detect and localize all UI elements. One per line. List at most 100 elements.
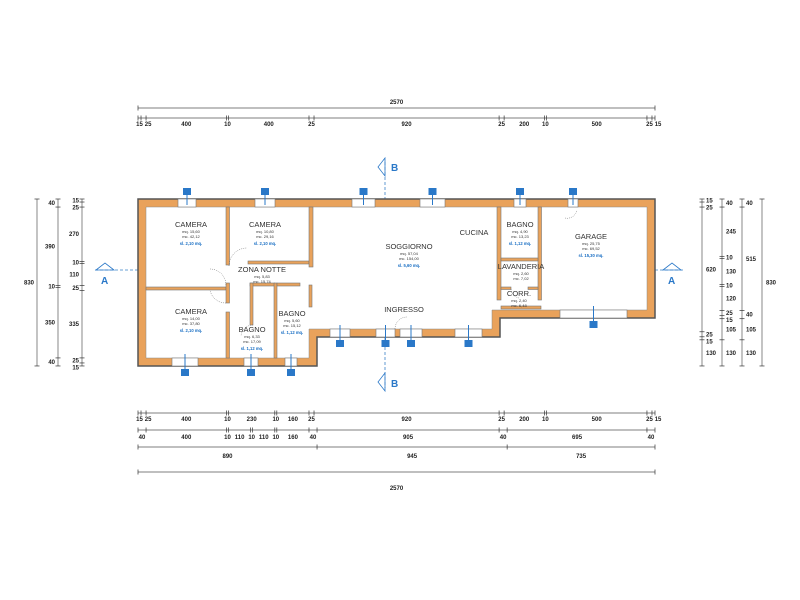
dimension-label: 400 [181, 122, 192, 128]
section-marker-a-left: A [94, 262, 116, 287]
dimension-label: 40 [500, 435, 507, 441]
dimension-label: 40 [648, 435, 655, 441]
doors [209, 209, 578, 337]
room-mc: mc. 13,23 [511, 234, 529, 239]
dimension-label: 2570 [390, 100, 404, 106]
door-swing [209, 289, 227, 304]
door-swing [240, 324, 254, 337]
room-name: BAGNO [238, 325, 265, 334]
dimension-label: 40 [48, 360, 55, 366]
room-label: CUCINA [460, 228, 489, 237]
building-walls [137, 198, 656, 367]
room-mc: mc. 29,16 [256, 234, 274, 239]
dimension-label: 15 [655, 417, 662, 423]
dimension-label: 2570 [390, 486, 404, 492]
window-marker-icon [516, 188, 524, 195]
room-name: LAVANDERIA [498, 262, 544, 271]
interior-wall [247, 260, 310, 265]
dimension-label: 15 [72, 199, 79, 205]
window-marker-icon [261, 188, 269, 195]
dimension-label: 25 [308, 122, 315, 128]
window-marker-icon [336, 340, 344, 347]
dimension-label: 500 [592, 122, 603, 128]
dimension-label: 245 [726, 230, 737, 236]
dimension-label: 105 [746, 327, 757, 333]
window-marker-icon [569, 188, 577, 195]
interior-wall [145, 286, 227, 291]
dimension-label: 15 [72, 365, 79, 371]
dimension-label: 400 [181, 417, 192, 423]
dimension-chain: 2570 [137, 100, 656, 111]
interior-wall [308, 206, 314, 268]
dimension-label: 945 [407, 454, 418, 460]
room-sl: sl. 15,30 mq. [579, 253, 604, 258]
room-mc: mc. 7,02 [513, 276, 529, 281]
room-name: SOGGIORNO [385, 242, 432, 251]
door-swing [564, 209, 578, 219]
dimension-label: 25 [145, 122, 152, 128]
dimension-label: 15 [136, 122, 143, 128]
dimension-label: 920 [402, 417, 413, 423]
dimension-label: 25 [706, 332, 713, 338]
dimension-label: 25 [706, 206, 713, 212]
dimension-label: 270 [69, 232, 80, 238]
room-sl: sl. 1,12 mq. [281, 330, 304, 335]
dimension-label: 620 [706, 267, 717, 273]
dimension-label: 25 [646, 122, 653, 128]
interior-floor [145, 206, 648, 359]
room-name: ZONA NOTTE [238, 265, 286, 274]
room-name: BAGNO [506, 220, 533, 229]
dimension-label: 25 [72, 286, 79, 292]
section-label: B [391, 163, 398, 174]
dimension-label: 25 [646, 417, 653, 423]
section-label: A [668, 276, 675, 287]
dimension-label: 110 [235, 435, 245, 441]
dimension-label: 160 [288, 417, 299, 423]
dimension-label: 160 [288, 435, 299, 441]
dimension-label: 10 [224, 435, 231, 441]
dimension-label: 110 [259, 435, 269, 441]
interior-wall [249, 282, 254, 326]
section-marker-b-bottom: B [377, 371, 398, 393]
dimension-label: 130 [706, 351, 717, 357]
dimension-label: 110 [69, 272, 79, 278]
dimension-label: 335 [69, 322, 80, 328]
room-name: CAMERA [249, 220, 281, 229]
dimension-label: 350 [45, 321, 56, 327]
room-mc: mc. 42,12 [182, 234, 200, 239]
dimension-label: 25 [498, 417, 505, 423]
dimension-label: 10 [224, 417, 231, 423]
dimension-label: 10 [272, 435, 279, 441]
dimension-label: 500 [592, 417, 603, 423]
room-sl: sl. 2,10 mq. [180, 328, 203, 333]
dimension-label: 15 [706, 199, 713, 205]
room-sl: sl. 1,12 mq. [241, 346, 264, 351]
dimension-label: 10 [726, 255, 733, 261]
interior-wall [500, 305, 542, 310]
room-mq: mq. 5,60 [284, 318, 300, 323]
dimension-label: 830 [24, 280, 35, 286]
dimension-chain: 2570 [137, 469, 656, 492]
room-mc: mc. 154,00 [399, 256, 420, 261]
window-marker-icon [428, 188, 437, 195]
interior-wall [225, 206, 230, 266]
window-marker-icon [381, 340, 390, 347]
room-sl: sl. 5,60 mq. [398, 263, 421, 268]
dimension-label: 15 [655, 122, 662, 128]
dimension-label: 25 [72, 358, 79, 364]
interior-wall [225, 311, 230, 359]
room-label: INGRESSO [384, 305, 424, 314]
dimension-label: 40 [48, 201, 55, 207]
room-name: CAMERA [175, 307, 207, 316]
section-label: A [101, 276, 108, 287]
